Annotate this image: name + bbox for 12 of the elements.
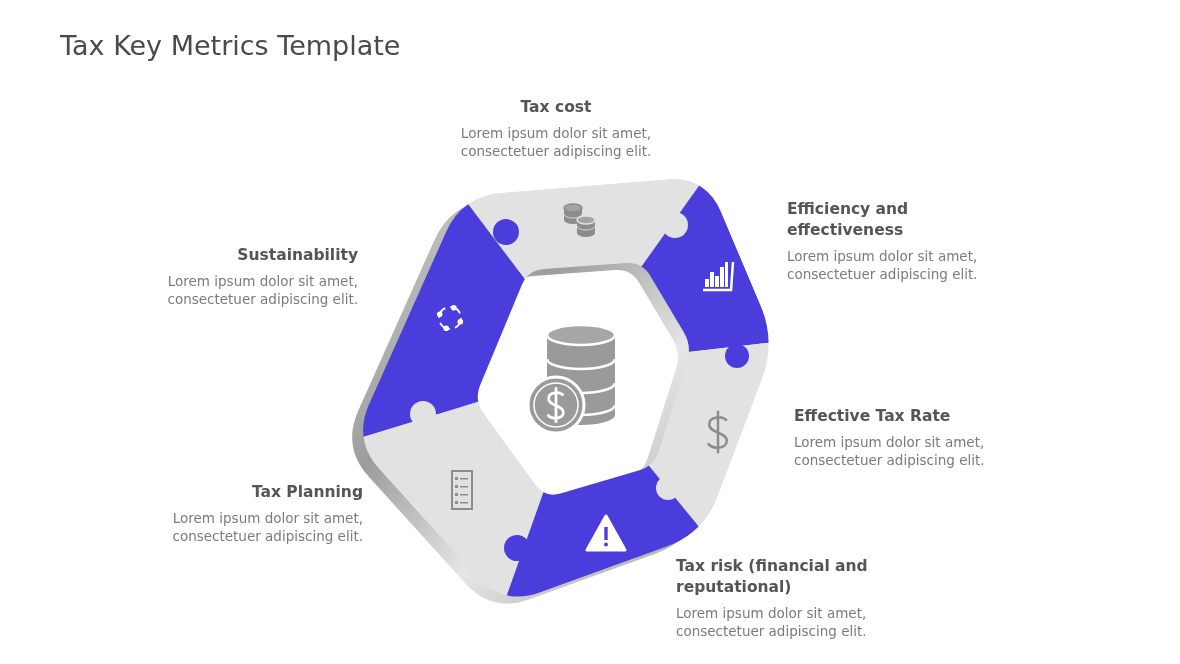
metric-description: Lorem ipsum dolor sit amet, consectetuer adipiscing elit. (459, 125, 653, 160)
metric-description: Lorem ipsum dolor sit amet, consectetuer adipiscing elit. (166, 273, 358, 308)
slide-title: Tax Key Metrics Template (60, 30, 401, 61)
metric-heading: Sustainability (236, 245, 358, 266)
metric-heading: Tax Planning (250, 482, 363, 503)
metric-description: Lorem ipsum dolor sit amet, consectetuer adipiscing elit. (794, 434, 986, 469)
metric-description: Lorem ipsum dolor sit amet, consectetuer adipiscing elit. (787, 248, 979, 283)
metric-description: Lorem ipsum dolor sit amet, consectetuer adipiscing elit. (676, 605, 868, 640)
metric-description: Lorem ipsum dolor sit amet, consectetuer adipiscing elit. (171, 510, 363, 545)
metric-heading: Efficiency and effectiveness (787, 199, 910, 241)
metric-heading: Tax cost (519, 97, 593, 118)
metric-heading: Effective Tax Rate (794, 406, 952, 427)
